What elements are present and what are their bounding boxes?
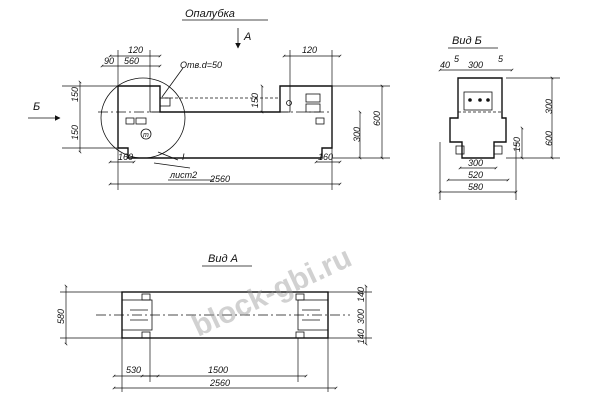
va-dim-580: 580 [56, 309, 66, 324]
dim-150-mid: 150 [250, 93, 260, 108]
dim-160-right: 160 [318, 152, 333, 162]
va-dim-300: 300 [356, 309, 366, 324]
dim-120-left: 120 [128, 45, 143, 55]
vb-dim-5-left: 5 [454, 54, 460, 64]
va-dim-140-top: 140 [356, 287, 366, 302]
svg-text:т: т [143, 132, 149, 139]
view-b-arrow: Б [28, 101, 61, 121]
dim-300: 300 [352, 127, 362, 142]
dim-560: 560 [124, 56, 139, 66]
dim-150-bottom: 150 [70, 125, 80, 140]
hole-note: Отв.d=50 [180, 60, 222, 70]
vb-dim-300-bottom: 300 [468, 158, 483, 168]
sheet-note: лист2 [169, 170, 197, 180]
vb-dim-300-top: 300 [468, 60, 483, 70]
dim-90: 90 [104, 56, 114, 66]
dim-120-right: 120 [302, 45, 317, 55]
dim-600: 600 [372, 111, 382, 126]
view-b-marker: Б [33, 101, 40, 113]
vb-dim-580: 580 [468, 182, 483, 192]
view-a-title: Вид А [208, 253, 238, 265]
view-a-marker: А [243, 31, 251, 43]
view-a-arrow: А [235, 28, 251, 49]
view-b-title: Вид Б [452, 35, 482, 47]
vb-dim-520: 520 [468, 170, 483, 180]
view-b: Вид Б 40 5 300 5 300 600 150 300 520 580 [438, 35, 560, 200]
detail-ellipse [100, 77, 186, 159]
vb-dim-150: 150 [512, 137, 522, 152]
dim-150-top: 150 [70, 87, 80, 102]
main-elevation: т Отв.d=50 I лист2 120 90 560 120 150 15… [62, 45, 390, 190]
view-a: Вид А 580 140 300 140 530 [56, 253, 372, 392]
vb-dim-600: 600 [544, 131, 554, 146]
vb-dim-40: 40 [440, 60, 450, 70]
dim-2560-main: 2560 [209, 174, 230, 184]
va-dim-140-bottom: 140 [356, 329, 366, 344]
dim-160-left: 160 [118, 152, 133, 162]
va-dim-1500: 1500 [208, 365, 228, 375]
va-dim-2560: 2560 [209, 378, 230, 388]
vb-dim-5-right: 5 [498, 54, 504, 64]
va-dim-530: 530 [126, 365, 141, 375]
formwork-title: Опалубка [185, 8, 235, 20]
vb-dim-300-right: 300 [544, 99, 554, 114]
section-mark: I [182, 152, 185, 162]
formwork-title-group: Опалубка [182, 8, 268, 21]
